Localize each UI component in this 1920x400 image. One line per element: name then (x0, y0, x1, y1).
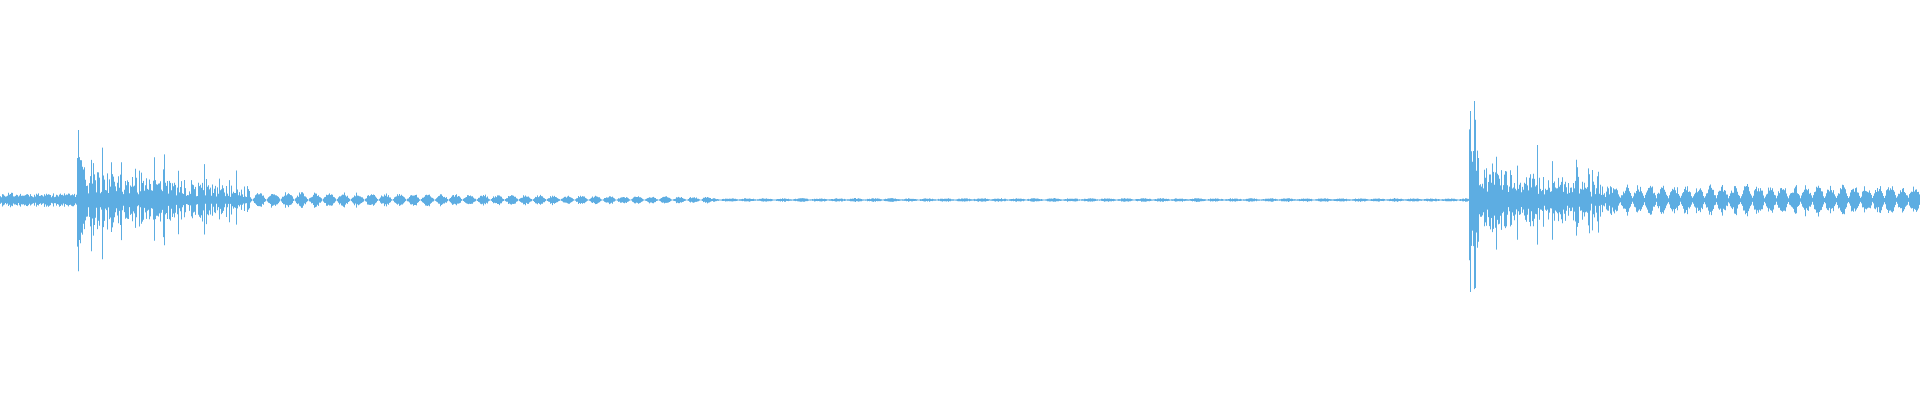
waveform-bars (0, 101, 1920, 292)
waveform-path (0, 101, 1920, 292)
